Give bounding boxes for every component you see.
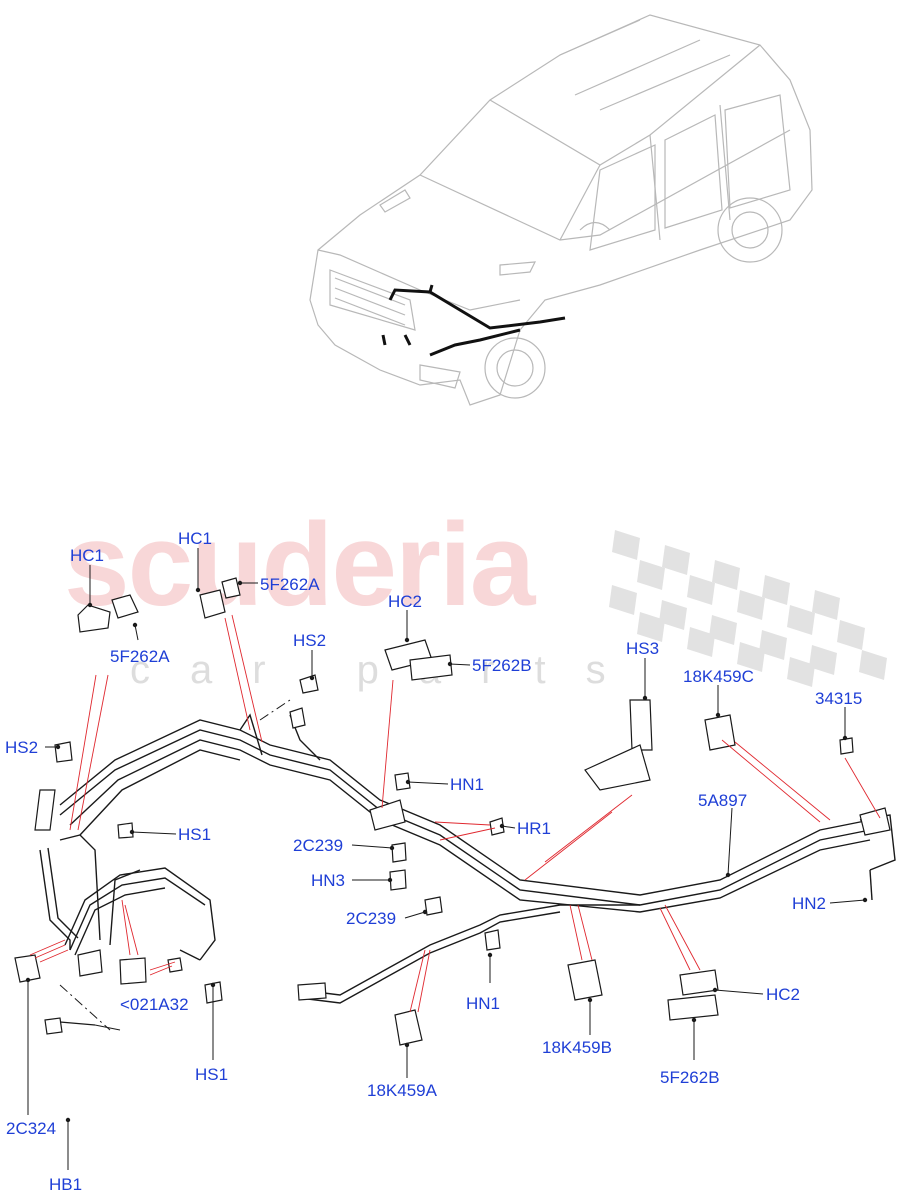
label-2c324: 2C324: [6, 1119, 57, 1138]
watermark-brand: scuderia: [64, 499, 535, 631]
label-hb1: HB1: [49, 1175, 83, 1194]
label-5a897: 5A897: [698, 791, 748, 810]
label-hn2: HN2: [792, 894, 827, 913]
label-hs2-top: HS2: [293, 631, 327, 650]
label-5f262a-left: 5F262A: [110, 647, 170, 666]
vehicle-illustration: [309, 14, 813, 406]
component-parts: [14, 577, 891, 1046]
vehicle-harness-highlight: [381, 284, 566, 357]
label-leaders: [27, 548, 866, 1170]
label-hr1: HR1: [517, 819, 552, 838]
checkered-flag-watermark: [609, 530, 887, 687]
label-hs1-bottom: HS1: [195, 1065, 229, 1084]
leader-dots: [25, 580, 868, 1123]
label-2c239-mid: 2C239: [346, 909, 397, 928]
label-hn1-bottom: HN1: [466, 994, 501, 1013]
label-18k459a: 18K459A: [367, 1081, 437, 1100]
label-021a32: <021A32: [120, 995, 189, 1014]
label-hc1-left: HC1: [70, 546, 105, 565]
label-5f262b-bottom: 5F262B: [660, 1068, 720, 1087]
label-hn3: HN3: [311, 871, 346, 890]
label-hs1-top: HS1: [178, 825, 212, 844]
label-hs2-left: HS2: [5, 738, 39, 757]
label-5f262a-mid: 5F262A: [260, 575, 320, 594]
label-hc2-top: HC2: [388, 592, 423, 611]
label-hs3: HS3: [626, 639, 660, 658]
label-hc2-bottom: HC2: [766, 985, 801, 1004]
label-34315: 34315: [815, 689, 863, 708]
label-2c239-top: 2C239: [293, 836, 344, 855]
label-5f262b-top: 5F262B: [472, 656, 532, 675]
hb1-guide-line: [94, 1024, 121, 1031]
label-hc1-mid: HC1: [178, 529, 213, 548]
label-18k459c: 18K459C: [683, 667, 754, 686]
label-hn1-top: HN1: [450, 775, 485, 794]
label-18k459b: 18K459B: [542, 1038, 612, 1057]
watermark-tagline: car parts: [130, 648, 646, 692]
dash-guide-lines: [59, 699, 291, 1031]
leader-lines: [29, 614, 881, 1013]
